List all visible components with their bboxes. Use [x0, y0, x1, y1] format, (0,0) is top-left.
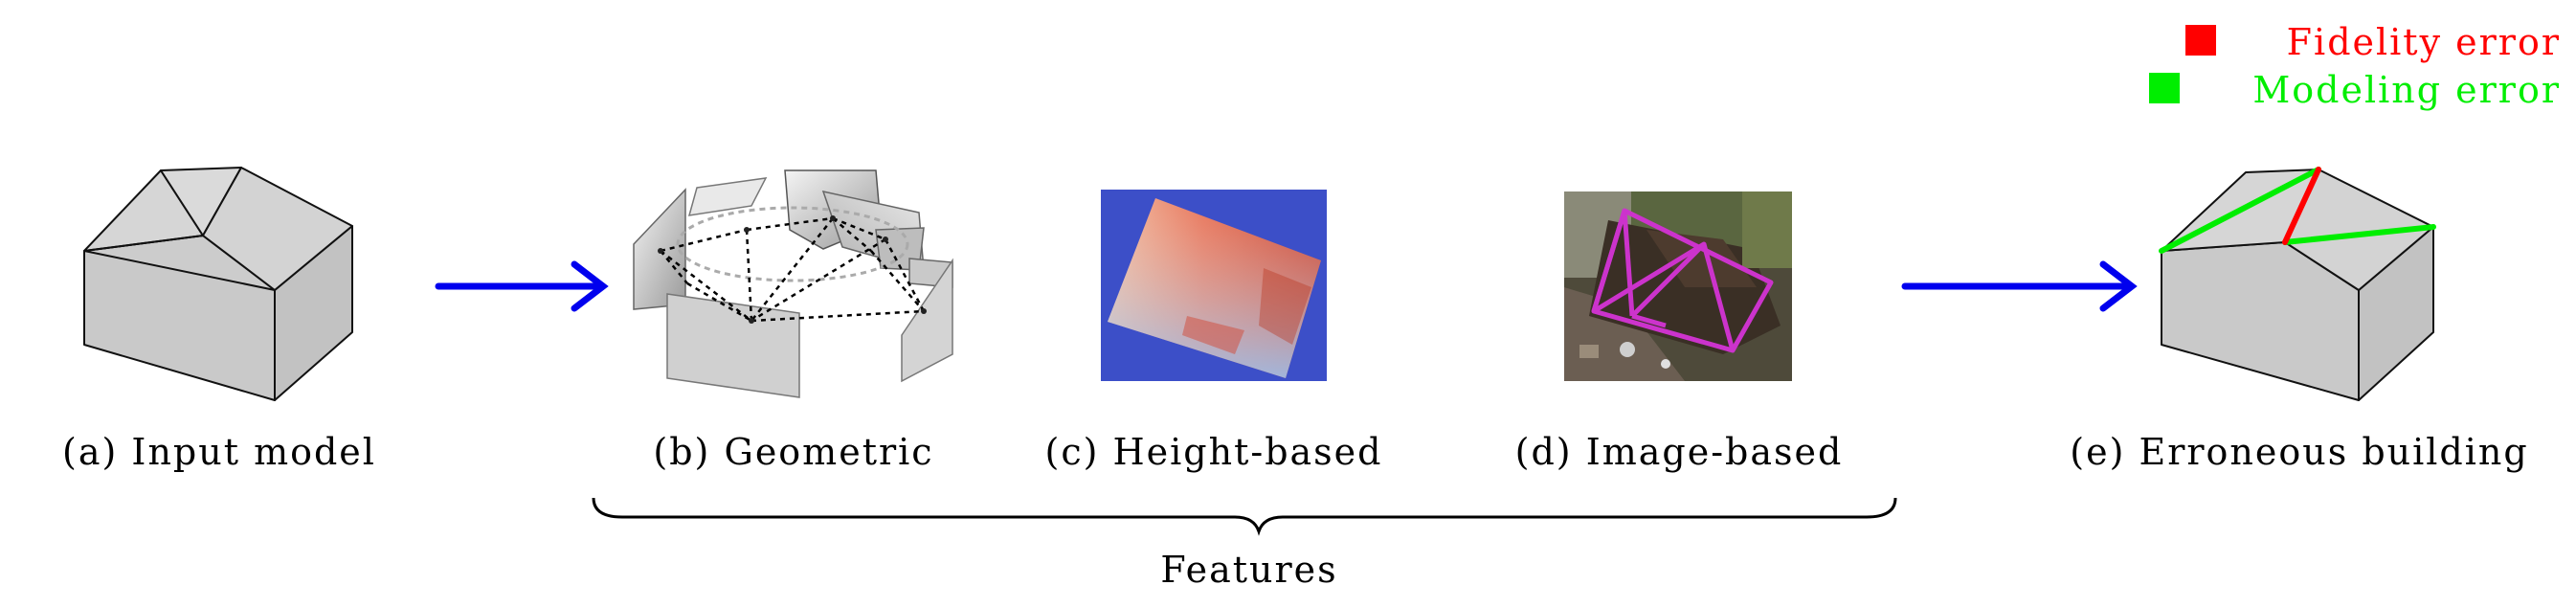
modeling-error-label: Modeling error [2252, 69, 2561, 111]
arrow-right-icon [435, 260, 609, 312]
input-model-building [83, 167, 353, 401]
caption-geometric: (b) Geometric [653, 431, 933, 473]
caption-erroneous-building: (e) Erroneous building [2070, 431, 2528, 473]
fidelity-error-label: Fidelity error [2287, 21, 2561, 63]
roof-right [202, 167, 353, 291]
legend: Fidelity error Modeling error [2149, 21, 2561, 111]
modeling-error-lines [2159, 167, 2436, 254]
features-brace [592, 497, 1897, 536]
caption-height-based: (c) Height-based [1045, 431, 1383, 473]
aerial-image [1564, 191, 1792, 381]
fidelity-error-swatch [2185, 25, 2216, 56]
geometric-features-graph [633, 169, 953, 398]
features-label: Features [1160, 549, 1337, 591]
caption-input-model: (a) Input model [62, 431, 376, 473]
erroneous-building [2161, 169, 2434, 401]
fidelity-error-line [2282, 167, 2321, 245]
height-map-image [1101, 190, 1327, 381]
modeling-error-swatch [2149, 73, 2180, 103]
caption-image-based: (d) Image-based [1515, 431, 1844, 473]
arrow-right-icon [1901, 260, 2138, 312]
